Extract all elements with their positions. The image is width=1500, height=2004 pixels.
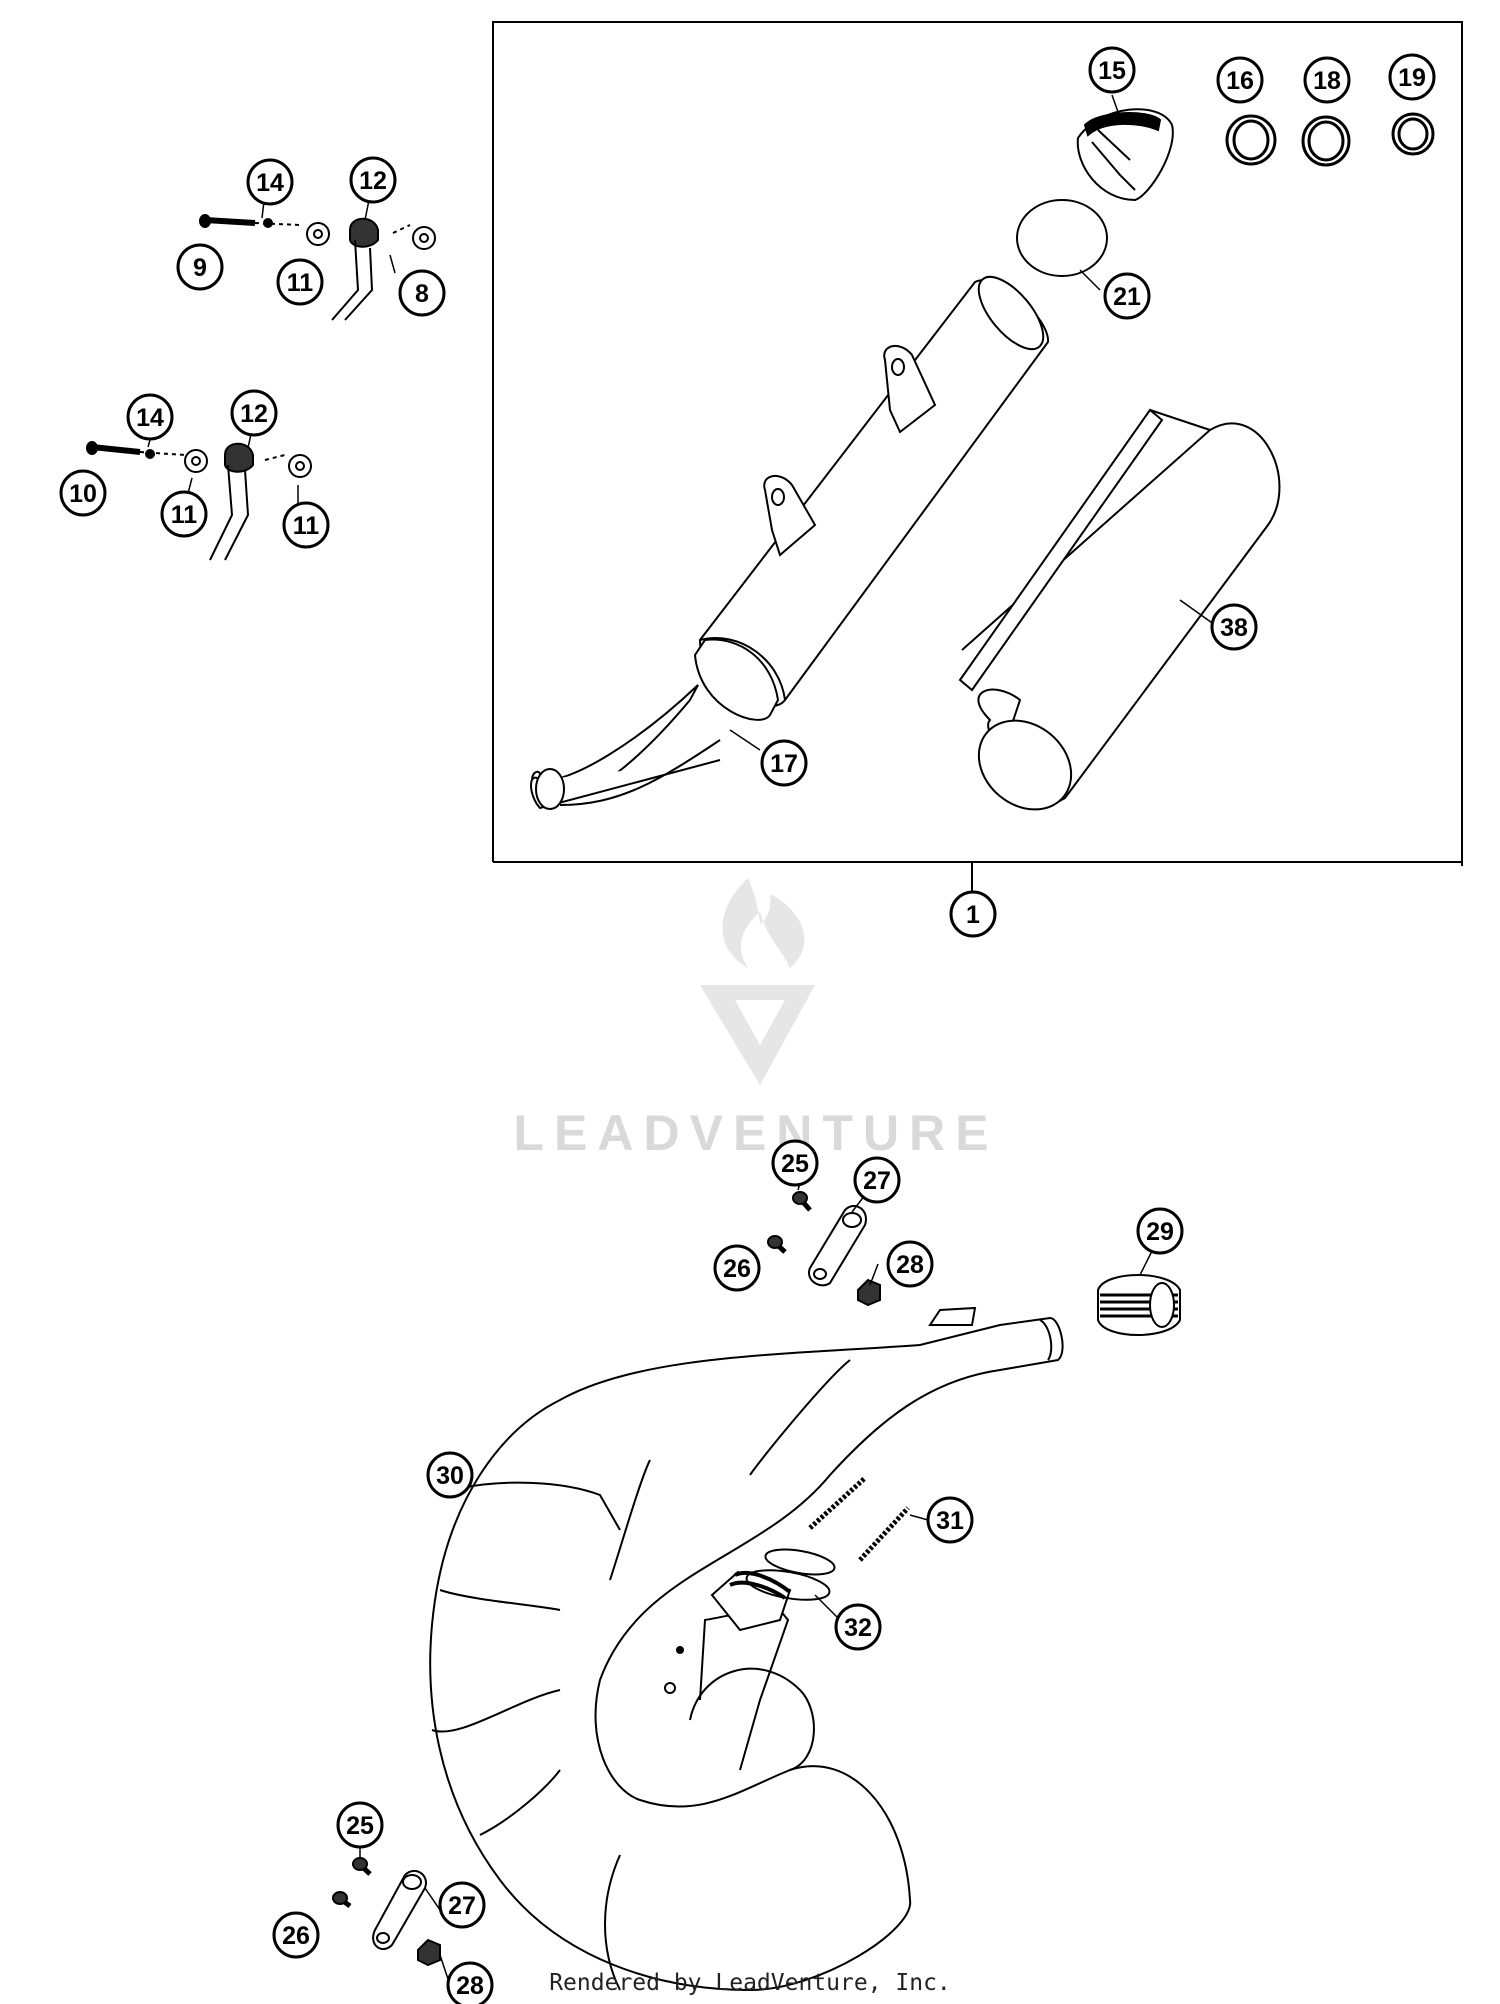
callout-25-a: 25 <box>771 1139 819 1187</box>
svg-text:18: 18 <box>1313 67 1341 95</box>
svg-text:27: 27 <box>448 1892 476 1920</box>
callout-17: 17 <box>760 739 808 787</box>
callout-8: 8 <box>398 269 446 317</box>
svg-text:32: 32 <box>844 1614 872 1642</box>
callout-11-a: 11 <box>276 258 324 306</box>
callout-1: 1 <box>949 890 997 938</box>
callout-21: 21 <box>1103 272 1151 320</box>
svg-text:9: 9 <box>193 254 207 282</box>
watermark-text: LEADVENTURE <box>513 1105 998 1161</box>
callout-14-b: 14 <box>126 393 174 441</box>
callout-26-a: 26 <box>713 1244 761 1292</box>
ring-18 <box>1301 115 1351 167</box>
callout-38: 38 <box>1210 603 1258 651</box>
svg-text:16: 16 <box>1226 67 1254 95</box>
svg-text:10: 10 <box>69 480 97 508</box>
callout-27-a: 27 <box>853 1156 901 1204</box>
svg-text:14: 14 <box>256 169 284 197</box>
svg-text:11: 11 <box>171 501 198 529</box>
callout-26-b: 26 <box>272 1911 320 1959</box>
ring-16 <box>1225 114 1277 166</box>
svg-text:28: 28 <box>896 1251 924 1279</box>
silencer-assembly-box <box>492 21 1463 893</box>
header-hardware-lower <box>332 1857 441 1967</box>
callout-11-b: 11 <box>160 490 208 538</box>
callout-29: 29 <box>1136 1207 1184 1255</box>
end-pipe-17 <box>530 684 721 810</box>
gaskets-32 <box>745 1548 836 1601</box>
svg-text:8: 8 <box>415 280 429 308</box>
callout-10: 10 <box>59 469 107 517</box>
mount-hardware-a <box>199 214 436 321</box>
leadventure-watermark-logo <box>700 878 815 1085</box>
callout-14-a: 14 <box>246 158 294 206</box>
svg-text:26: 26 <box>723 1255 751 1283</box>
callout-16: 16 <box>1216 56 1264 104</box>
svg-text:1: 1 <box>966 901 980 929</box>
callout-30: 30 <box>426 1451 474 1499</box>
callout-31: 31 <box>926 1496 974 1544</box>
svg-text:12: 12 <box>240 400 268 428</box>
callout-15: 15 <box>1088 46 1136 94</box>
insulation-wrap-38 <box>958 408 1281 811</box>
springs-31 <box>808 1476 910 1562</box>
svg-text:25: 25 <box>781 1150 809 1178</box>
svg-text:27: 27 <box>863 1167 891 1195</box>
svg-text:31: 31 <box>936 1507 964 1535</box>
callout-27-b: 27 <box>438 1881 486 1929</box>
svg-text:38: 38 <box>1220 614 1248 642</box>
callout-19: 19 <box>1388 53 1436 101</box>
header-hardware-upper <box>767 1191 881 1307</box>
silencer-muffler <box>693 275 1050 721</box>
callout-32: 32 <box>834 1603 882 1651</box>
svg-text:21: 21 <box>1113 283 1141 311</box>
svg-text:15: 15 <box>1098 57 1126 85</box>
gasket-21 <box>1016 199 1108 277</box>
footer-credit: Rendered by LeadVenture, Inc. <box>549 1970 951 1996</box>
callout-28-a: 28 <box>886 1240 934 1288</box>
svg-text:11: 11 <box>287 269 314 297</box>
svg-text:17: 17 <box>770 750 798 778</box>
svg-text:25: 25 <box>346 1812 374 1840</box>
svg-text:26: 26 <box>282 1922 310 1950</box>
callout-25-b: 25 <box>336 1801 384 1849</box>
callout-11-c: 11 <box>282 501 330 549</box>
mount-hardware-b <box>86 441 312 561</box>
svg-text:11: 11 <box>293 512 320 540</box>
svg-text:29: 29 <box>1146 1218 1174 1246</box>
callout-9: 9 <box>176 243 224 291</box>
rubber-sleeve-29 <box>1097 1274 1181 1336</box>
exhaust-pipe-30 <box>429 1306 1064 1992</box>
callout-12-a: 12 <box>349 156 397 204</box>
svg-text:28: 28 <box>456 1972 484 2000</box>
leader-lines <box>147 94 1216 1986</box>
callout-12-b: 12 <box>230 389 278 437</box>
end-cap-15 <box>1076 108 1174 202</box>
ring-19 <box>1391 112 1435 156</box>
header-inlet-flange <box>664 1570 792 1694</box>
callout-28-b: 28 <box>446 1961 494 2004</box>
svg-text:14: 14 <box>136 404 164 432</box>
callout-18: 18 <box>1303 56 1351 104</box>
svg-text:30: 30 <box>436 1462 464 1490</box>
svg-text:19: 19 <box>1398 64 1426 92</box>
svg-text:12: 12 <box>359 167 387 195</box>
